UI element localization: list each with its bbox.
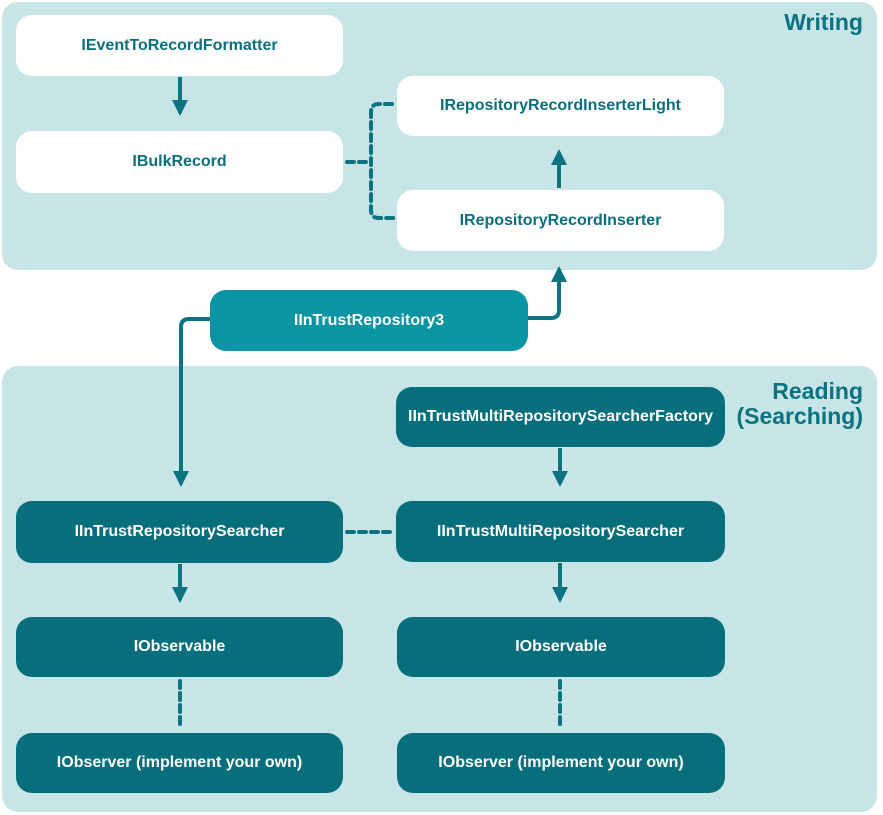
node-irepositoryrecordinserter: IRepositoryRecordInserter: [397, 190, 724, 251]
node-iobservable-left: IObservable: [16, 617, 343, 677]
node-iobserver-left: IObserver (implement your own): [16, 733, 343, 793]
writing-section-label: Writing: [784, 9, 863, 35]
node-iobservable-right: IObservable: [397, 617, 725, 677]
node-iintrustrepository3: IInTrustRepository3: [210, 290, 528, 351]
node-iintrustmultirepositorysearcher: IInTrustMultiRepositorySearcher: [396, 501, 725, 562]
reading-section-label-line1: Reading: [772, 378, 863, 404]
node-iobserver-right: IObserver (implement your own): [397, 733, 725, 793]
node-iintrustmultirepositorysearcherfactory: IInTrustMultiRepositorySearcherFactory: [396, 387, 725, 447]
node-ieventtorecordformatter: IEventToRecordFormatter: [16, 15, 343, 76]
node-ibulkrecord: IBulkRecord: [16, 131, 343, 193]
node-irepositoryrecordinserterlight: IRepositoryRecordInserterLight: [397, 76, 724, 136]
arrow-repository3-to-inserter-icon: [528, 266, 567, 320]
reading-section-label-line2: (Searching): [736, 403, 863, 429]
node-iintrustrepositorysearcher: IInTrustRepositorySearcher: [16, 501, 343, 563]
reading-section-label: Reading (Searching): [736, 379, 863, 429]
